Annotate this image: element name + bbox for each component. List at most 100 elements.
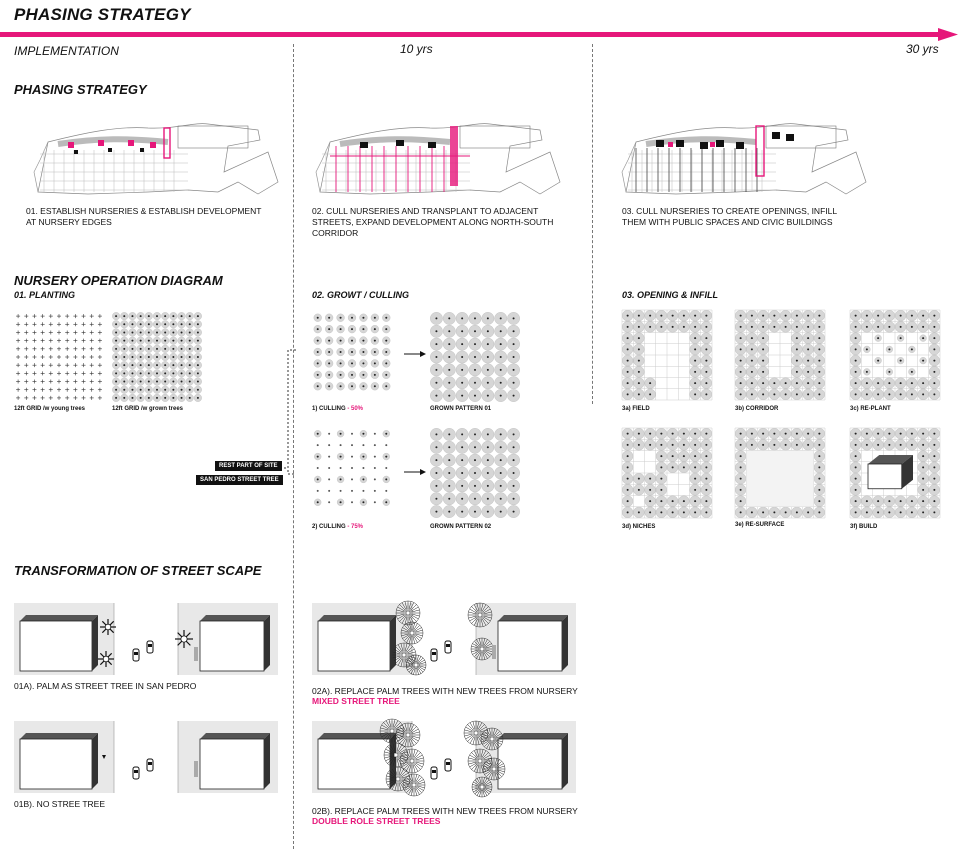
tree-trunk: [435, 510, 438, 513]
tree-branch: [410, 606, 419, 612]
street-caption-2b: 02b). REPLACE PALM TREES WITH NEW TREES …: [312, 806, 578, 816]
tree-trunk: [854, 488, 857, 491]
tree-trunk: [461, 497, 464, 500]
tree-trunk: [807, 370, 810, 373]
tree-trunk: [139, 323, 142, 326]
phase-caption-1: 01. ESTABLISH NURSERIES & ESTABLISH DEVE…: [26, 206, 262, 227]
tree-trunk: [461, 433, 464, 436]
tree-branch: [482, 754, 491, 760]
kiosk: [194, 761, 198, 777]
grid-field: [621, 309, 713, 401]
tree-trunk: [316, 478, 319, 481]
tree-trunk: [164, 380, 167, 383]
tree-trunk: [626, 337, 629, 340]
tree-branch: [408, 723, 412, 732]
tree-trunk: [854, 500, 857, 503]
tree-branch: [473, 763, 479, 772]
page-title: PHASING STRATEGY: [14, 5, 191, 24]
tree-trunk: [512, 472, 515, 474]
tree-branch: [483, 651, 488, 659]
tree-trunk: [922, 500, 925, 503]
tree-trunk: [448, 459, 451, 462]
tree-trunk: [807, 432, 810, 435]
tree-branch: [481, 763, 487, 772]
tree-trunk: [328, 328, 331, 331]
tree-branch: [494, 733, 502, 738]
tree-branch: [409, 724, 415, 733]
tree-trunk: [512, 459, 515, 462]
tree-mark: [373, 478, 376, 481]
tree-trunk: [739, 455, 742, 458]
tree-trunk: [474, 510, 476, 513]
tree-trunk: [637, 337, 640, 340]
tree-canopy: [400, 621, 424, 645]
street-section-2a: [312, 600, 576, 676]
tree-branch: [472, 784, 480, 787]
tree-branch: [468, 757, 477, 761]
tree-trunk: [922, 477, 925, 480]
tree-canopy: [395, 722, 421, 748]
tree-trunk: [147, 372, 150, 375]
tree-mark: [316, 467, 319, 469]
tree-trunk: [899, 359, 902, 362]
tree-trunk: [933, 455, 936, 458]
tree-trunk: [739, 488, 742, 491]
tree-trunk: [339, 501, 342, 504]
tree-trunk: [156, 396, 158, 399]
tree-trunk: [682, 511, 685, 514]
tree-branch: [484, 763, 492, 768]
tree-trunk: [499, 356, 502, 358]
phase-caption-3: 03. CULL NURSERIES TO CREATE OPENINGS, I…: [622, 206, 837, 227]
tree-trunk: [156, 364, 158, 367]
tree-trunk: [818, 337, 821, 340]
tree-trunk: [888, 500, 891, 503]
tree-branch: [484, 651, 490, 657]
timeline-mark-30: 30 yrs: [906, 42, 939, 56]
building-roof: [318, 615, 396, 621]
tree-branch: [495, 735, 503, 739]
tree-pit: [477, 758, 483, 764]
tree-branch: [414, 752, 421, 759]
tree-branch: [482, 616, 491, 622]
tree-trunk: [899, 314, 902, 317]
building-side: [562, 733, 568, 789]
palm-trunk: [104, 623, 112, 631]
tree-trunk: [156, 323, 158, 326]
tree-branch: [404, 723, 408, 732]
tree-trunk: [131, 388, 134, 391]
tree-trunk: [188, 323, 191, 326]
tree-branch: [404, 643, 408, 652]
tree-branch: [408, 775, 413, 783]
tree-mark: [351, 444, 353, 447]
tree-trunk: [626, 370, 629, 373]
tree-branch: [476, 651, 481, 659]
tree-trunk: [705, 443, 708, 446]
tree-pit: [479, 646, 485, 652]
tree-trunk: [694, 455, 697, 458]
tree-branch: [404, 738, 408, 747]
tree-branch: [409, 737, 415, 746]
tree-trunk: [188, 372, 191, 375]
tree-trunk: [739, 314, 742, 317]
tag-rest-of-site: REST PART OF SITE: [215, 461, 282, 471]
tree-trunk: [649, 500, 652, 503]
tree-trunk: [188, 356, 191, 358]
tree-trunk: [888, 314, 891, 317]
tree-trunk: [910, 382, 913, 385]
tree-trunk: [739, 382, 742, 385]
tree-canopy: [463, 720, 489, 746]
tree-canopy: [395, 600, 421, 626]
tree-trunk: [362, 373, 365, 376]
tree-mark: [385, 489, 388, 492]
tree-trunk: [818, 325, 821, 328]
car-windshield: [446, 644, 450, 647]
opening-label: 03. OPENING & INFILL: [622, 290, 719, 300]
car-windshield: [134, 652, 138, 655]
tree-branch: [464, 733, 473, 737]
civic-building: [700, 142, 708, 149]
column-divider: [592, 44, 593, 404]
tree-trunk: [115, 339, 118, 342]
tree-mark: [316, 489, 319, 492]
tree-trunk: [339, 373, 342, 376]
building-roof: [20, 615, 98, 621]
